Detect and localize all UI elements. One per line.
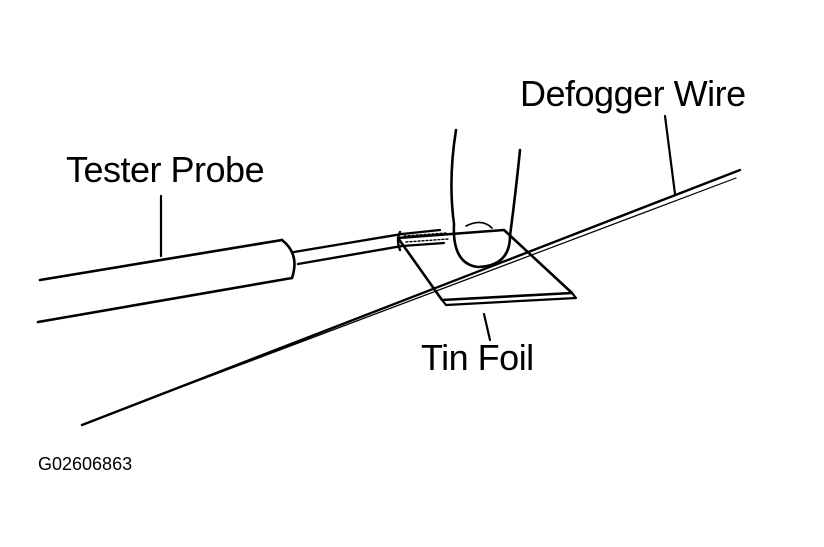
finger [450, 128, 522, 269]
figure-id-label: G02606863 [38, 454, 133, 474]
tester-probe [36, 228, 446, 324]
tester-probe-label: Tester Probe [66, 149, 265, 190]
defogger-wire-lines [80, 168, 742, 427]
defogger-wire-label: Defogger Wire [520, 73, 746, 114]
tin-foil-label: Tin Foil [421, 337, 534, 378]
leader-lines [159, 114, 677, 342]
tin-foil-sheet [396, 228, 578, 307]
